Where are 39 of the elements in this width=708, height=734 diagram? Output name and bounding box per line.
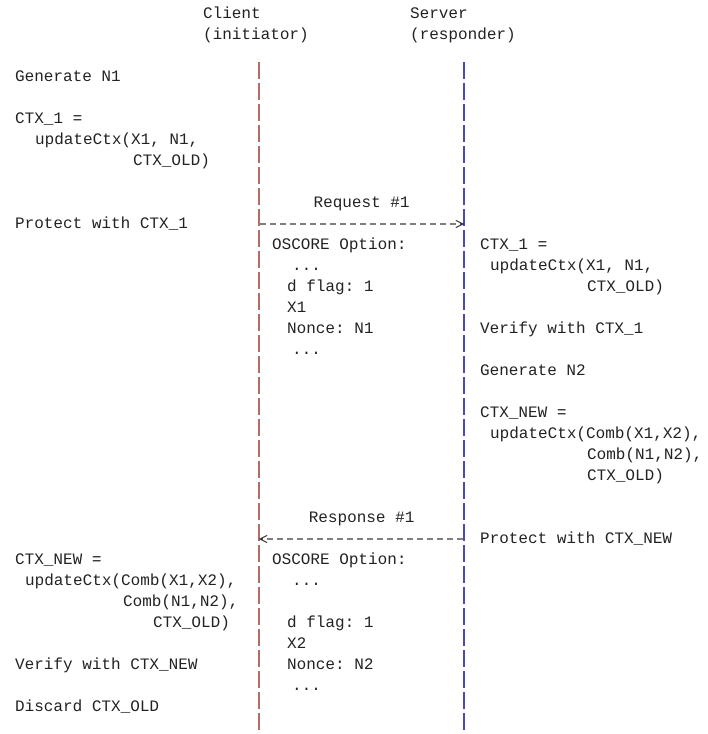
step-text: updateCtx(Comb(X1,X2),	[490, 424, 702, 445]
step-text: Verify with CTX_1	[480, 319, 644, 340]
step-text: Nonce: N1	[287, 319, 374, 340]
step-text: Generate N1	[15, 67, 121, 88]
step-text: Verify with CTX_NEW	[15, 655, 198, 676]
edge-label: Request #1	[314, 193, 410, 214]
step-text: CTX_1 =	[15, 109, 82, 130]
message-arrow	[260, 220, 464, 228]
edge-label: Response #1	[308, 508, 414, 529]
step-text: CTX_NEW =	[480, 403, 566, 424]
step-text: OSCORE Option:	[272, 235, 406, 256]
step-text: ...	[292, 256, 321, 277]
message-arrow	[259, 534, 463, 544]
step-text: ...	[292, 340, 321, 361]
participant-heading: Server (responder)	[410, 4, 516, 46]
step-text: Discard CTX_OLD	[15, 697, 160, 718]
step-text: Nonce: N2	[287, 655, 374, 676]
step-text: X1	[287, 298, 306, 319]
step-text: d flag: 1	[287, 613, 374, 634]
step-text: ...	[292, 571, 321, 592]
step-text: Comb(N1,N2),	[587, 445, 702, 466]
step-text: CTX_OLD)	[587, 277, 664, 298]
step-text: updateCtx(X1, N1,	[35, 130, 198, 151]
step-text: ...	[292, 676, 321, 697]
step-text: CTX_OLD)	[153, 613, 230, 634]
step-text: updateCtx(X1, N1,	[490, 256, 654, 277]
step-text: CTX_OLD)	[133, 151, 210, 172]
step-text: Protect with CTX_NEW	[480, 529, 672, 550]
step-text: CTX_OLD)	[587, 466, 664, 487]
participant-heading: Client (initiator)	[203, 4, 309, 46]
step-text: OSCORE Option:	[272, 550, 406, 571]
step-text: CTX_1 =	[480, 235, 548, 256]
step-text: updateCtx(Comb(X1,X2),	[25, 571, 236, 592]
step-text: d flag: 1	[287, 277, 374, 298]
step-text: CTX_NEW =	[15, 550, 102, 571]
step-text: Generate N2	[480, 361, 586, 382]
step-text: Protect with CTX_1	[15, 214, 188, 235]
step-text: Comb(N1,N2),	[123, 592, 238, 613]
step-text: X2	[287, 634, 306, 655]
